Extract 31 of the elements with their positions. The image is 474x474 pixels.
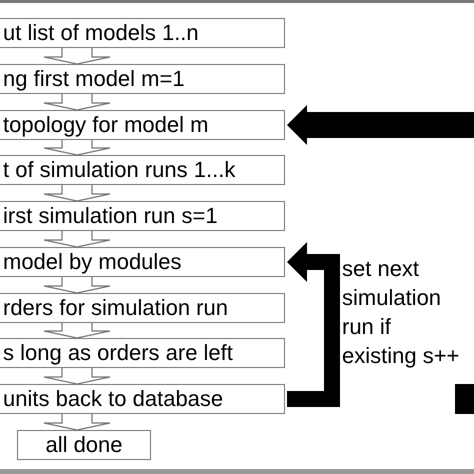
process-box bbox=[0, 247, 285, 277]
process-box bbox=[0, 18, 285, 48]
step-text: all done bbox=[45, 434, 123, 456]
hollow-arrow bbox=[43, 139, 111, 156]
step-text: ut list of models 1..n bbox=[3, 22, 199, 44]
process-box bbox=[0, 201, 285, 231]
step-text: model by modules bbox=[3, 251, 182, 273]
process-box bbox=[0, 64, 285, 94]
thick-arrow bbox=[287, 105, 474, 145]
hollow-arrow bbox=[43, 230, 111, 248]
hollow-arrow bbox=[43, 322, 111, 339]
process-box bbox=[17, 430, 151, 460]
hollow-arrow bbox=[43, 184, 111, 202]
process-box bbox=[0, 338, 285, 368]
step-text: rders for simulation run bbox=[3, 297, 228, 319]
hollow-arrow bbox=[43, 276, 111, 294]
step-text: s long as orders are left bbox=[3, 342, 233, 364]
process-box bbox=[0, 293, 285, 323]
step-text: topology for model m bbox=[3, 114, 208, 136]
step-text: t of simulation runs 1...k bbox=[3, 159, 236, 181]
process-box bbox=[0, 384, 285, 414]
hollow-arrow bbox=[43, 93, 111, 111]
thick-arrow bbox=[287, 242, 340, 407]
step-text: ng first model m=1 bbox=[3, 68, 185, 90]
hollow-arrow bbox=[43, 367, 111, 385]
hollow-arrow bbox=[43, 47, 111, 65]
hollow-arrow bbox=[43, 413, 111, 431]
step-text: irst simulation run s=1 bbox=[3, 205, 218, 227]
step-text: units back to database bbox=[3, 388, 224, 410]
process-box bbox=[0, 155, 285, 185]
process-box bbox=[0, 110, 285, 140]
